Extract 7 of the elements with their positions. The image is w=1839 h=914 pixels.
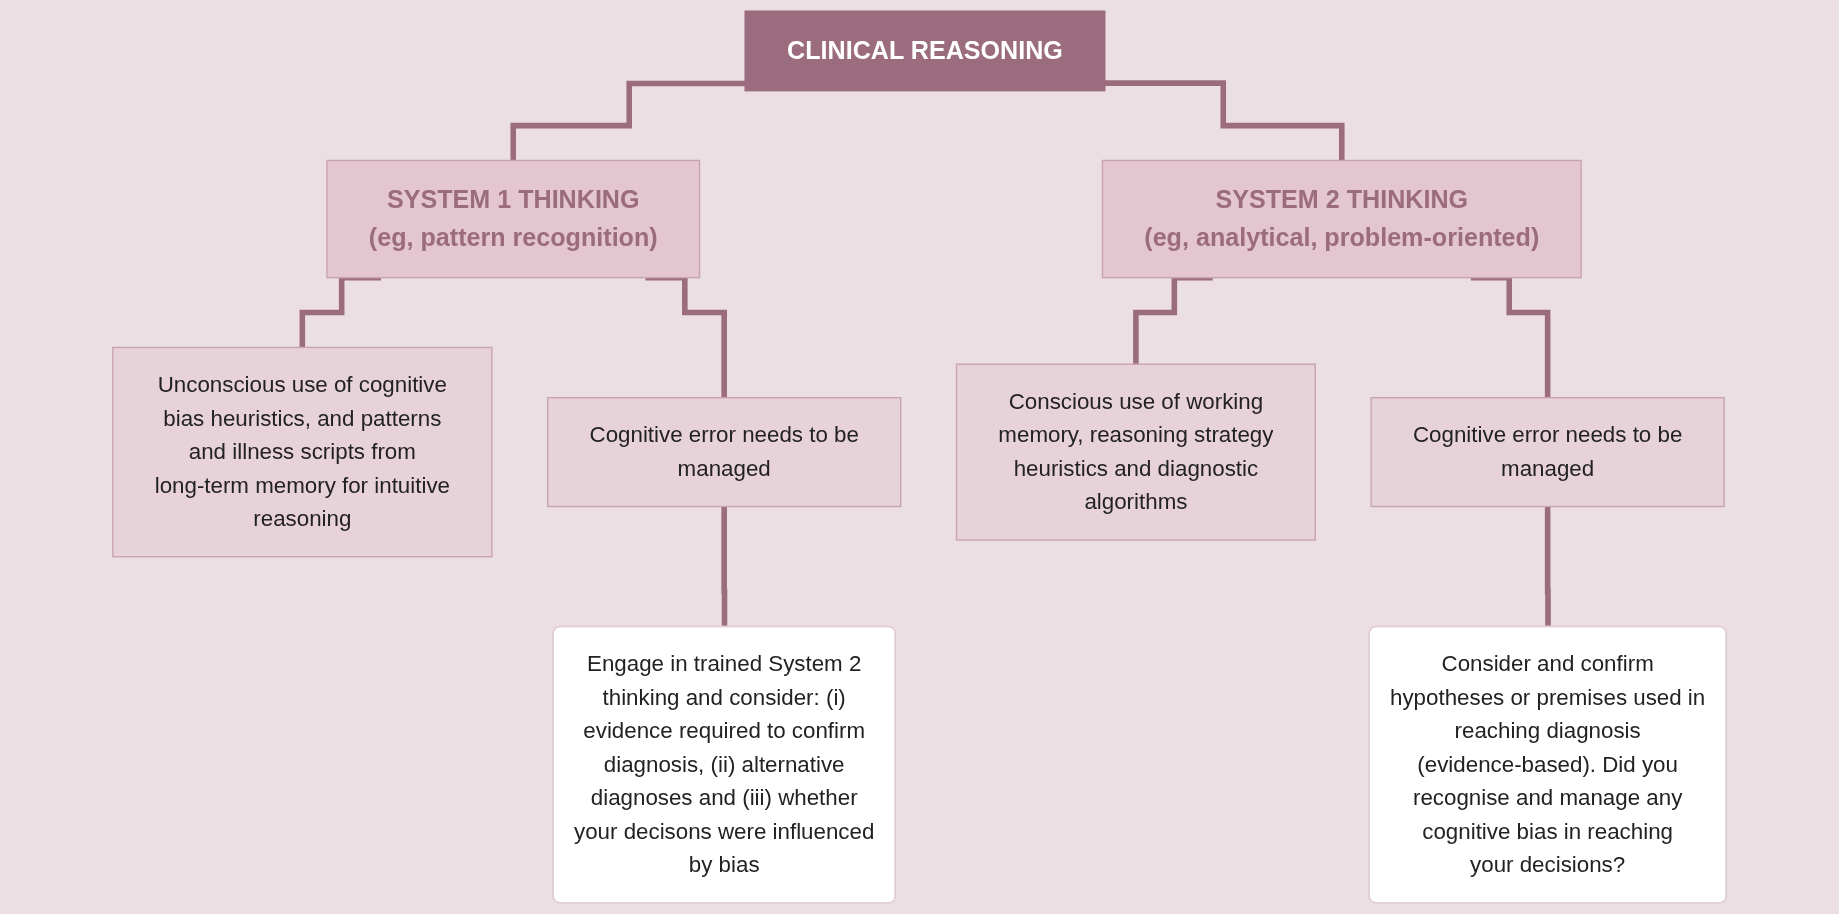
node-box: Conscious use of working memory, reasoning strategy heuristics and diagnostic algorithms — [955, 363, 1316, 541]
node-box: CLINICAL REASONING — [744, 10, 1106, 92]
node-box: Unconscious use of cognitive bias heuristics, and patterns and illness scripts from long-term memory for intuitive reasoning — [112, 346, 493, 558]
node-box: SYSTEM 2 THINKING (eg, analytical, problem-oriented) — [1101, 159, 1582, 279]
node-box: Cognitive error needs to be managed — [1370, 397, 1725, 508]
node-box: Cognitive error needs to be managed — [546, 397, 902, 508]
node-box: SYSTEM 1 THINKING (eg, pattern recognition) — [326, 159, 701, 279]
